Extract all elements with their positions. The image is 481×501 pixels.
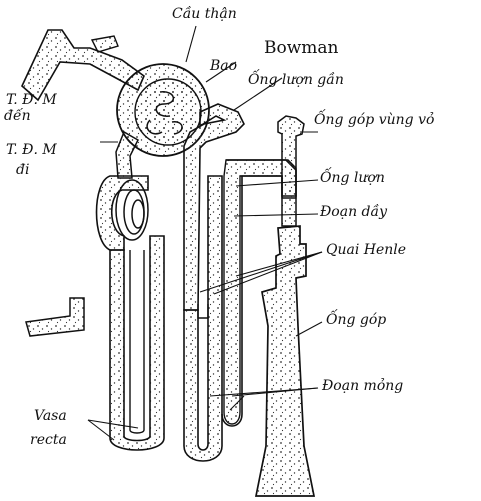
label-tdm-den-2: đến bbox=[4, 108, 31, 124]
label-tdm-di-2: đi bbox=[16, 162, 29, 178]
efferent-arteriole bbox=[116, 132, 138, 178]
label-ong-gop: Ống góp bbox=[326, 312, 386, 328]
vasa-recta-stub bbox=[26, 298, 84, 336]
label-bao: Bao bbox=[210, 58, 237, 74]
label-bowman: Bowman bbox=[264, 40, 338, 56]
vasa-recta-inner bbox=[130, 250, 144, 433]
thin-segment-marker bbox=[198, 304, 208, 318]
label-recta: recta bbox=[30, 432, 67, 448]
label-vasa: Vasa bbox=[34, 408, 67, 424]
vasa-recta-outer bbox=[110, 236, 164, 450]
label-cau-than: Cầu thận bbox=[172, 6, 237, 22]
label-quai-henle: Quai Henle bbox=[326, 242, 406, 258]
label-doan-mong: Đoạn mỏng bbox=[322, 378, 403, 394]
label-tdm-di-1: T. Đ. M bbox=[6, 142, 57, 158]
label-tdm-den-1: T. Đ. M bbox=[6, 92, 57, 108]
label-ong-luon: Ống lượn bbox=[320, 170, 385, 186]
label-ong-gop-vung-vo: Ống góp vùng vỏ bbox=[314, 112, 434, 128]
label-doan-day: Đoạn dầy bbox=[320, 204, 387, 220]
label-ong-luon-gan: Ống lượn gần bbox=[248, 72, 344, 88]
